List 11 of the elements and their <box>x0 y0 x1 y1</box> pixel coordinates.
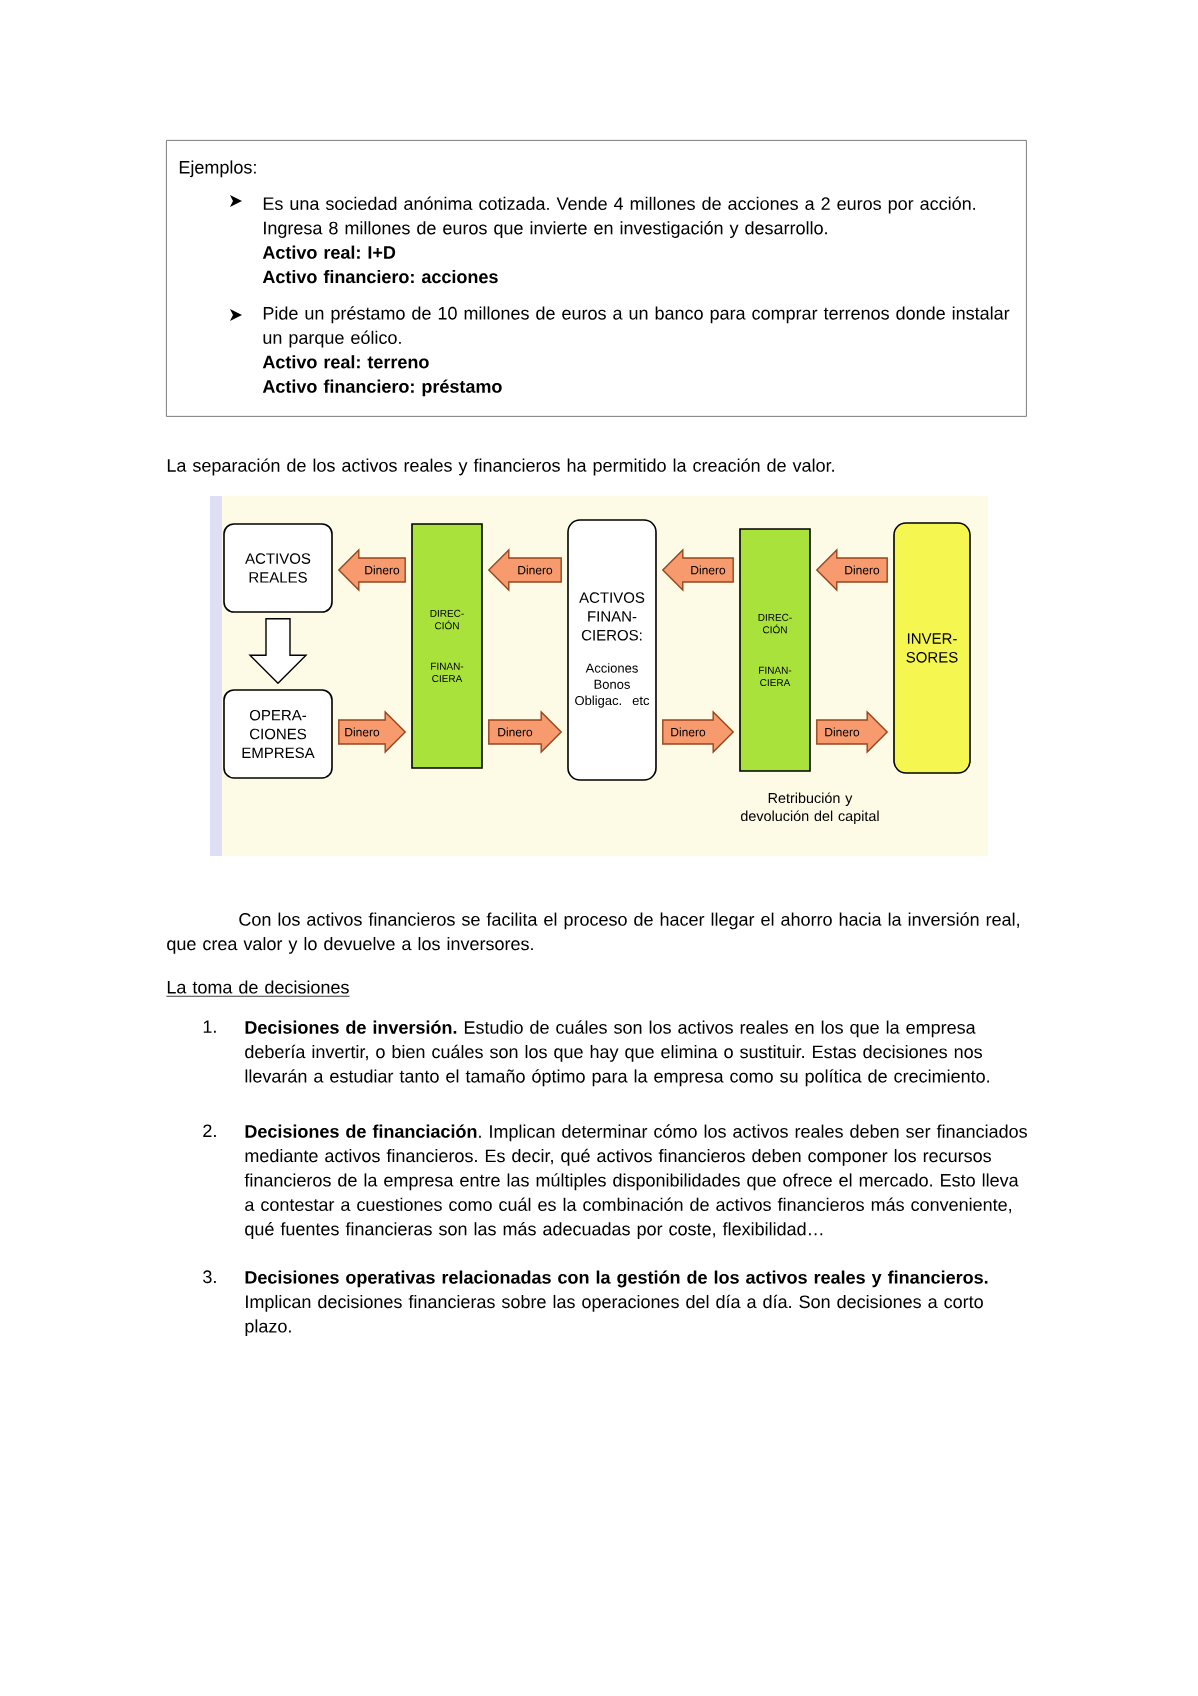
list-number: 2. <box>203 1124 216 1137</box>
list-number: 3. <box>203 1270 216 1284</box>
paragraph: La separación de los activos reales y financieros ha permitido la creación de valor. <box>167 458 834 476</box>
example-box: Ejemplos: Es una sociedad anónima cotizada. Vende 4 millones de acciones a 2 euros por acción. Ingresa 8 millones de euros que invierte en investigación y desarrollo. Activo real: I+D Activo financiero: acciones Pide un préstamo de 10 millones de euros a un banco para comprar terrenos donde instalar un parque eólico. Activo real: terreno Activo financiero: préstamo <box>166 140 1027 417</box>
block-arrow <box>248 618 308 685</box>
list-item: Decisiones operativas relacionadas con la gestión de los activos reales y financieros. Implican decisiones financieras sobre las operaciones del día a día. Son decisiones a corto plazo. <box>245 1270 988 1337</box>
section-heading: La toma de decisiones <box>166 980 350 997</box>
list-item: Decisiones de inversión. Estudio de cuáles son los activos reales en los que la empresa debería invertir, o bien cuáles son los que hay que elimina o sustituir. Estas decisiones nos llevarán a estudiar tanto el tamaño óptimo para la empresa como su política de crecimiento. <box>245 1020 989 1087</box>
paragraph: Con los activos financieros se facilita el proceso de hacer llegar el ahorro hacia la inversión real, que crea valor y lo devuelve a los inversores. <box>167 912 1019 954</box>
list-item: Decisiones de financiación. Implican determinar cómo los activos reales deben ser financiados mediante activos financieros. Es decir, qué activos financieros deben componer los recursos financieros de la empresa entre las múltiples disponibilidades que ofrece el mercado. Esto lleva a contestar a cuestiones como cuál es la combinación de activos financieros más conveniente, qué fuentes financieras son las más adecuadas por coste, flexibilidad… <box>244 1124 1027 1239</box>
list-number: 1. <box>203 1020 216 1033</box>
